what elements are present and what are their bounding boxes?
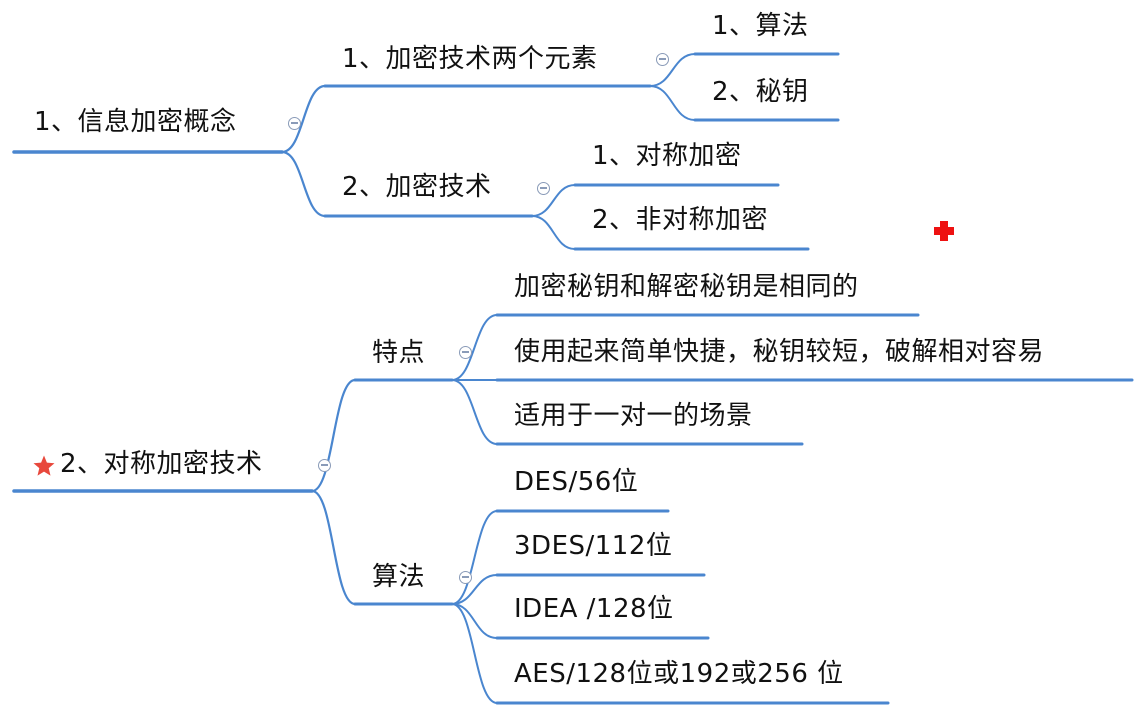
link-algorithms-idea xyxy=(451,603,498,639)
link-topic2-features xyxy=(310,378,357,493)
collapse-circle-minus-icon[interactable] xyxy=(459,346,472,359)
star-icon xyxy=(33,455,55,476)
leaf-asymmetric-encryption[interactable]: 2、非对称加密 xyxy=(592,205,769,235)
subtopic-two-elements[interactable]: 1、加密技术两个元素 xyxy=(342,44,598,74)
leaf-3des[interactable]: 3DES/112位 xyxy=(514,531,673,561)
collapse-circle-minus-icon[interactable] xyxy=(459,571,472,584)
red-cross-icon xyxy=(934,221,954,241)
subtopic-features[interactable]: 特点 xyxy=(372,338,426,368)
topic-symmetric-encryption-technique[interactable]: 2、对称加密技术 xyxy=(60,449,263,479)
link-topic1-elements xyxy=(280,84,327,154)
collapse-circle-minus-icon[interactable] xyxy=(288,117,301,130)
collapse-circle-minus-icon[interactable] xyxy=(656,53,669,66)
topic-info-encryption-concept[interactable]: 1、信息加密概念 xyxy=(34,107,237,137)
leaf-idea[interactable]: IDEA /128位 xyxy=(514,594,674,624)
subtopic-algorithms[interactable]: 算法 xyxy=(372,562,426,592)
link-topic2-algorithms xyxy=(310,489,357,606)
link-algorithms-des xyxy=(451,510,498,605)
link-elements-algorithm xyxy=(649,53,696,87)
leaf-key[interactable]: 2、秘钥 xyxy=(712,77,809,107)
leaf-aes[interactable]: AES/128位或192或256 位 xyxy=(514,659,844,689)
leaf-algorithm[interactable]: 1、算法 xyxy=(712,11,809,41)
link-techniques-asymmetric xyxy=(531,215,576,250)
leaf-one-to-one[interactable]: 适用于一对一的场景 xyxy=(514,401,753,431)
subtopic-encryption-techniques[interactable]: 2、加密技术 xyxy=(342,172,492,202)
link-features-same-keys xyxy=(451,314,498,381)
collapse-circle-minus-icon[interactable] xyxy=(318,459,331,472)
link-techniques-symmetric xyxy=(531,184,576,217)
link-algorithms-3des xyxy=(451,574,498,605)
link-features-one-to-one xyxy=(451,379,498,445)
link-elements-key xyxy=(649,85,696,121)
leaf-same-keys[interactable]: 加密秘钥和解密秘钥是相同的 xyxy=(514,272,859,302)
collapse-circle-minus-icon[interactable] xyxy=(537,182,550,195)
leaf-des[interactable]: DES/56位 xyxy=(514,467,639,497)
link-algorithms-aes xyxy=(451,603,498,704)
leaf-symmetric-encryption[interactable]: 1、对称加密 xyxy=(592,141,742,171)
link-topic1-techniques xyxy=(280,150,327,218)
leaf-simple-fast[interactable]: 使用起来简单快捷，秘钥较短，破解相对容易 xyxy=(514,337,1045,367)
